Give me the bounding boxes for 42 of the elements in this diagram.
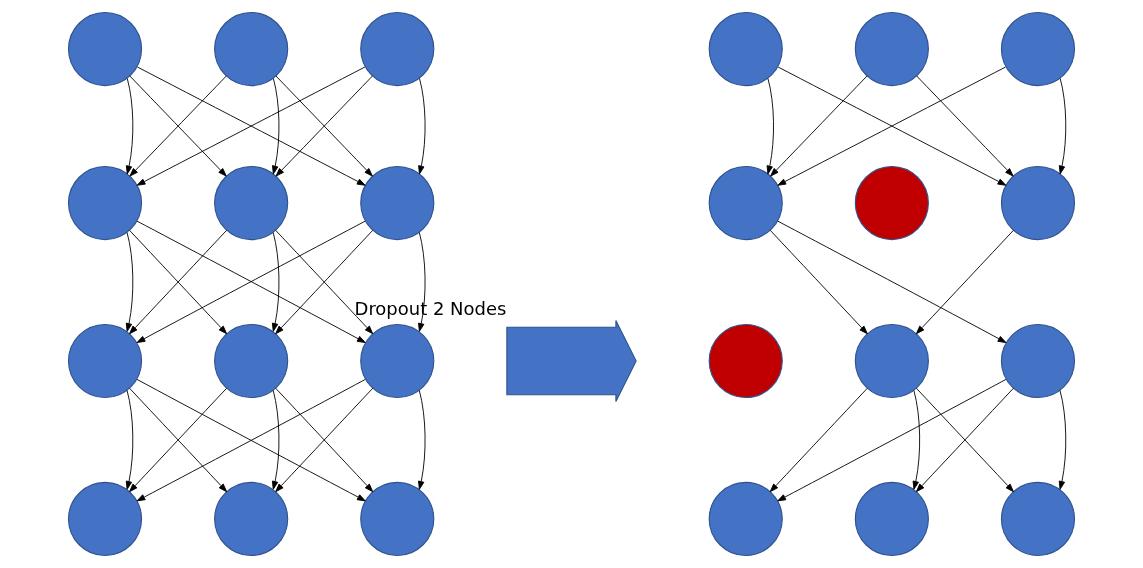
node-label: Dropout 2 Nodes xyxy=(354,297,507,319)
arrow xyxy=(129,75,227,177)
arrow xyxy=(1058,77,1067,175)
arrow xyxy=(125,77,134,175)
arrow xyxy=(769,229,868,335)
arrow xyxy=(777,378,1007,502)
arrow xyxy=(275,229,374,335)
arrow xyxy=(915,387,1014,493)
arrow xyxy=(777,66,1007,186)
arrow xyxy=(129,387,228,493)
arrow xyxy=(272,77,280,175)
arrow xyxy=(1058,389,1067,490)
arrow xyxy=(766,77,774,175)
node-circle xyxy=(214,12,289,87)
arrow xyxy=(770,75,868,177)
arrow xyxy=(916,75,1014,177)
arrow xyxy=(271,389,280,490)
arrow xyxy=(418,389,426,490)
node-circle xyxy=(1000,12,1076,87)
node-arrow xyxy=(506,319,637,402)
arrow xyxy=(125,389,134,490)
node-circle xyxy=(854,166,929,241)
arrow xyxy=(136,220,366,344)
arrow xyxy=(136,66,366,186)
arrow xyxy=(915,229,1014,335)
node-circle xyxy=(1000,323,1076,399)
arrow xyxy=(275,75,373,177)
arrow xyxy=(275,387,374,493)
arrow xyxy=(271,231,280,332)
arrow xyxy=(125,231,134,332)
arrow xyxy=(136,378,366,502)
arrow xyxy=(418,77,426,175)
node-circle xyxy=(67,12,143,87)
node-circle xyxy=(360,12,435,87)
node-circle xyxy=(708,323,783,399)
arrow xyxy=(769,387,868,493)
node-circle xyxy=(708,12,783,87)
node-circle xyxy=(854,12,929,87)
arrow xyxy=(418,231,426,332)
arrow xyxy=(129,229,228,335)
arrow xyxy=(912,389,921,490)
arrow xyxy=(777,220,1007,344)
